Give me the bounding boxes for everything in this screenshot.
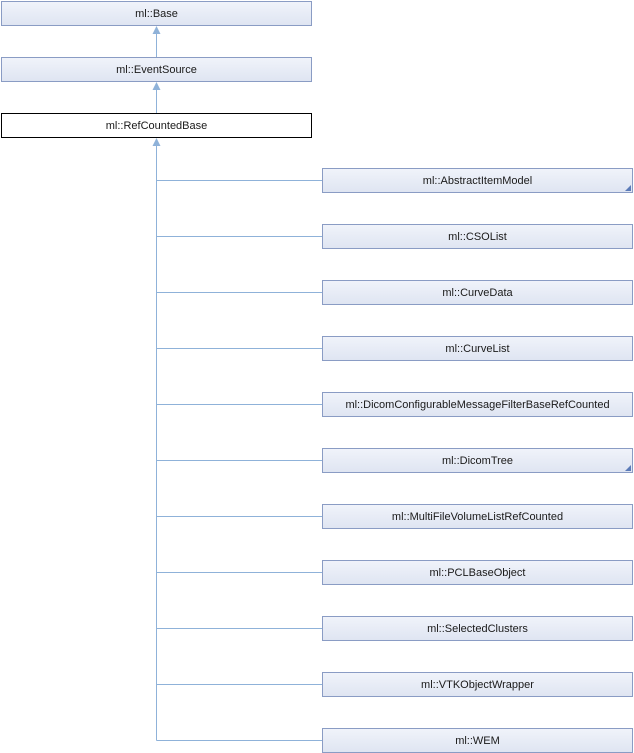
node-curvedata[interactable]: ml::CurveData xyxy=(322,280,633,305)
node-curvelist[interactable]: ml::CurveList xyxy=(322,336,633,361)
node-ml-base[interactable]: ml::Base xyxy=(1,1,312,26)
node-ml-eventsource[interactable]: ml::EventSource xyxy=(1,57,312,82)
node-label: ml::PCLBaseObject xyxy=(429,566,526,579)
inheritance-arrow-icon xyxy=(152,82,161,90)
node-label: ml::CSOList xyxy=(448,230,507,243)
node-abstractitemmodel[interactable]: ml::AbstractItemModel xyxy=(322,168,633,193)
node-dicomconfigurablemessagefilterbaserefcounted[interactable]: ml::DicomConfigurableMessageFilterBaseRe… xyxy=(322,392,633,417)
node-ml-refcountedbase-current: ml::RefCountedBase xyxy=(1,113,312,138)
inheritance-arrow-icon xyxy=(152,138,161,146)
node-csolist[interactable]: ml::CSOList xyxy=(322,224,633,249)
node-label: ml::CurveData xyxy=(442,286,513,299)
node-label: ml::DicomTree xyxy=(441,454,514,467)
node-label: ml::VTKObjectWrapper xyxy=(421,678,534,691)
node-label: ml::Base xyxy=(135,7,178,20)
node-wem[interactable]: ml::WEM xyxy=(322,728,633,753)
node-label: ml::CurveList xyxy=(445,342,510,355)
more-derived-marker-icon xyxy=(625,185,631,191)
node-label: ml::WEM xyxy=(455,734,500,747)
node-label: ml::MultiFileVolumeListRefCounted xyxy=(391,510,564,523)
more-derived-marker-icon xyxy=(625,465,631,471)
node-pclbaseobject[interactable]: ml::PCLBaseObject xyxy=(322,560,633,585)
node-label: ml::AbstractItemModel xyxy=(422,174,533,187)
node-vtkobjectwrapper[interactable]: ml::VTKObjectWrapper xyxy=(322,672,633,697)
node-label: ml::RefCountedBase xyxy=(105,119,208,132)
node-multifilevolumelistrefcounted[interactable]: ml::MultiFileVolumeListRefCounted xyxy=(322,504,633,529)
node-selectedclusters[interactable]: ml::SelectedClusters xyxy=(322,616,633,641)
node-label: ml::DicomConfigurableMessageFilterBaseRe… xyxy=(345,398,610,411)
node-dicomtree[interactable]: ml::DicomTree xyxy=(322,448,633,473)
inheritance-arrow-icon xyxy=(152,26,161,34)
node-label: ml::EventSource xyxy=(116,63,197,76)
node-label: ml::SelectedClusters xyxy=(427,622,528,635)
